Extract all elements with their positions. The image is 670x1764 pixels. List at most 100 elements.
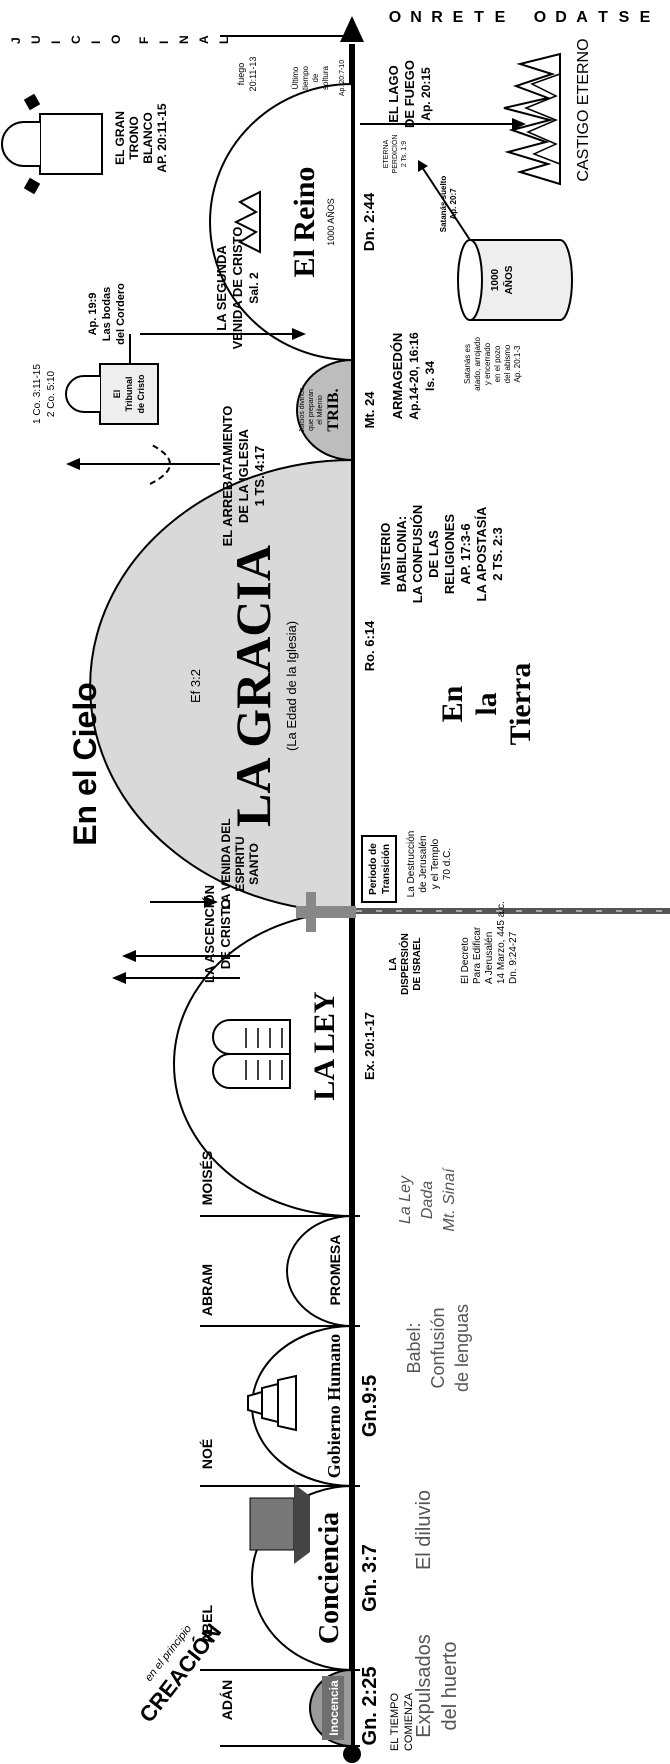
svg-text:I: I — [89, 41, 103, 44]
espiritu-3: SANTO — [247, 843, 261, 885]
ascension-1: LA ASCENCIÓN — [202, 885, 217, 983]
bodas-1: Ap. 19:9 — [87, 293, 99, 336]
trib-note-3: el Milenio — [317, 395, 324, 425]
ultimo-tiempo-2: tiempo — [301, 65, 310, 90]
eterno-letter: T — [474, 9, 484, 26]
arch-tribulacion — [296, 358, 353, 462]
satanas-atado-2: atado, arrojado — [473, 337, 482, 391]
satanas-atado-1: Satanás es — [463, 344, 472, 384]
destruccion-1: La Destrucción — [406, 831, 417, 898]
estado-letter: E — [640, 9, 651, 26]
event-dispersion-2: DISPERSIÓN — [398, 933, 411, 995]
cor-ref-1: 1 Co. 3:11-15 — [32, 364, 43, 424]
babilonia-5: RELIGIONES — [442, 514, 457, 595]
ref-ex: Ex. 20:1-17 — [362, 1012, 377, 1080]
dispensation-el-reino: El Reino — [288, 167, 321, 278]
svg-text:N: N — [177, 35, 191, 44]
estado-letter: T — [598, 9, 608, 26]
ref-dn: Dn. 2:44 — [361, 192, 378, 251]
transicion-1: Periodo de — [368, 843, 379, 895]
cor-ref-2: 2 Co. 5:10 — [46, 370, 57, 417]
arch-el-reino — [209, 82, 353, 362]
espiritu-1: LA VENIDA DEL — [219, 818, 233, 909]
transicion-2: Transición — [381, 844, 392, 894]
great-throne-icon — [39, 113, 103, 175]
eterno-letter: E — [495, 9, 506, 26]
svg-text:I: I — [49, 41, 63, 44]
ark-hull-icon — [294, 1484, 310, 1564]
arrebatamiento-3: 1 TS. 4:17 — [252, 446, 267, 507]
arrebatamiento-1: EL ARREBATAMIENTO — [220, 406, 235, 547]
gran-trono-2: TRONO — [127, 116, 141, 159]
eterno-letter: O — [389, 9, 401, 26]
ultimo-tiempo-3: de — [311, 73, 320, 82]
label-tiempo-comienza-2: COMIENZA — [403, 1692, 415, 1751]
gran-trono-1: EL GRAN — [113, 111, 127, 165]
en-la-tierra-2: la — [470, 692, 503, 715]
label-en-el-cielo: En el Cielo — [67, 682, 103, 846]
lago-fuego-2: DE FUEGO — [402, 60, 417, 128]
destruccion-3: y el Templo — [430, 838, 441, 889]
event-decreto-2: Para Edificar — [472, 926, 483, 984]
satanas-atado-5: del abismo — [503, 344, 512, 383]
svg-text:J: J — [9, 37, 23, 44]
label-abel: ABEL — [199, 1605, 215, 1644]
perdicion-2: PERDICIÓN — [390, 135, 399, 174]
estado-letter: D — [555, 9, 567, 26]
estado-letter: A — [576, 9, 588, 26]
inocencia-banner — [322, 1676, 344, 1740]
armagedon-1: ARMAGEDÓN — [390, 333, 405, 420]
event-babel-3: de lenguas — [452, 1304, 472, 1392]
ref-ef: Ef 3:2 — [188, 669, 203, 703]
babel-tower-icon — [247, 1374, 297, 1432]
label-adan: ADÁN — [219, 1680, 235, 1720]
label-abram: ABRAM — [199, 1264, 215, 1316]
event-decreto-5: Dn. 9:24-27 — [508, 931, 519, 984]
bodas-3: del Cordero — [115, 283, 127, 345]
eterno-letter: E — [453, 9, 464, 26]
ascension-2: DE CRISTO — [218, 899, 233, 970]
ref-mt24: Mt. 24 — [362, 391, 377, 429]
mil-anos-1: 1000 — [490, 268, 501, 291]
segunda-venida-1: LA SEGUNDA — [214, 245, 229, 331]
tribunal-2: Tribunal — [124, 376, 134, 411]
event-babel-1: Babel: — [404, 1322, 424, 1373]
babilonia-1: MISTERIO — [378, 523, 393, 586]
ap-ref: Ap. 20:7-10 — [339, 60, 346, 96]
lago-fuego-3: Ap. 20:15 — [419, 67, 433, 121]
trib-note-1: Juicios divinos — [299, 387, 306, 433]
babilonia-3: LA CONFUSIÓN — [410, 505, 425, 603]
lago-fuego-1: EL LAGO — [386, 65, 401, 123]
armagedon-2: Ap.14-20, 16:16 — [407, 332, 421, 420]
babilonia-2: BABILONIA: — [394, 516, 409, 593]
armagedon-3: Is. 34 — [423, 361, 437, 391]
crown-icon — [233, 190, 261, 254]
arch-la-gracia — [89, 458, 353, 914]
fuego-ref-1: fuego — [236, 63, 246, 86]
cross-icon — [296, 906, 356, 918]
bodas-2: Las bodas — [101, 287, 113, 341]
perdicion-3: 2 Ts. 1:9 — [401, 141, 408, 167]
satanas-atado-4: en el pozo — [493, 345, 502, 382]
mil-anos-2: AÑOS — [502, 265, 515, 294]
event-ley-2: Dada — [419, 1181, 436, 1219]
ultimo-tiempo-4: soltura — [321, 65, 330, 90]
arch-promesa — [286, 1215, 353, 1327]
event-dispersion-3: DE ISRAEL — [412, 937, 423, 990]
svg-text:O: O — [109, 35, 123, 44]
label-tiempo-comienza-1: EL TIEMPO — [389, 1693, 401, 1752]
dispensation-gobierno: Gobierno Humano — [324, 1334, 344, 1479]
dispensation-conciencia: Conciencia — [314, 1512, 345, 1644]
label-noe: NOÉ — [199, 1439, 215, 1469]
label-moises: MOISÉS — [199, 1151, 215, 1205]
patriarch-posts — [200, 1215, 360, 1747]
event-decreto-4: 14 Marzo, 445 a.c. — [496, 901, 507, 984]
event-ley-3: Mt. Sinaí — [441, 1167, 458, 1232]
svg-text:I: I — [157, 41, 171, 44]
abyss-pit-icon — [470, 239, 573, 321]
segunda-venida-2: VENIDA DE CRISTO — [230, 227, 245, 350]
eterno-letter: N — [410, 9, 422, 26]
dispensation-promesa: PROMESA — [327, 1235, 343, 1306]
dispensation-la-gracia: LA GRACIA — [225, 545, 281, 827]
